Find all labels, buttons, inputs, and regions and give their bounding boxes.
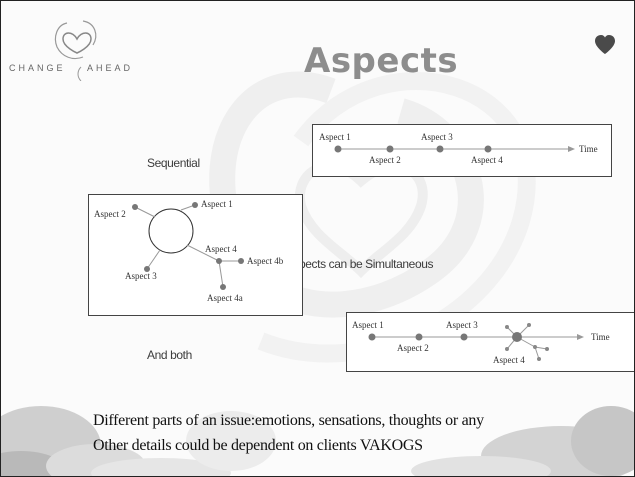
- sequential-diagram: Aspect 1 Aspect 2 Aspect 3 Aspect 4 Time: [312, 124, 612, 177]
- label-sequential: Sequential: [147, 156, 200, 170]
- both-dot-1: [368, 333, 376, 341]
- sequential-dot-1: [334, 145, 342, 153]
- label-simultaneous: pects can be Simultaneous: [299, 257, 434, 271]
- logo: CHANGE AHEAD: [7, 11, 147, 81]
- both-label-1: Aspect 1: [352, 320, 384, 330]
- cloud-decoration: [1, 406, 634, 476]
- simultaneous-label-4b: Aspect 4b: [247, 256, 284, 266]
- sequential-label-4: Aspect 4: [471, 155, 503, 165]
- sequential-label-1: Aspect 1: [319, 132, 351, 142]
- both-label-4: Aspect 4: [493, 355, 525, 365]
- both-label-3: Aspect 3: [446, 320, 478, 330]
- bottom-text-line-1: Different parts of an issue:emotions, se…: [93, 412, 484, 429]
- simultaneous-label-4: Aspect 4: [205, 244, 237, 254]
- both-dot-2: [415, 333, 423, 341]
- simultaneous-label-2: Aspect 2: [94, 209, 126, 219]
- sequential-label-3: Aspect 3: [421, 132, 453, 142]
- both-dot-4-cluster: [505, 323, 549, 361]
- simultaneous-dot-4a: [220, 284, 226, 290]
- both-diagram: Aspect 1 Aspect 2 Aspect 3 Aspect 4 Time: [346, 312, 634, 372]
- simultaneous-dot-1: [192, 202, 198, 208]
- both-time-label: Time: [591, 332, 610, 342]
- both-label-2: Aspect 2: [397, 343, 429, 353]
- heart-icon: [595, 35, 615, 54]
- simultaneous-dot-4b: [238, 258, 244, 264]
- both-dot-3: [460, 333, 468, 341]
- slide-title: Aspects: [304, 41, 459, 81]
- logo-text-ahead: AHEAD: [87, 63, 134, 73]
- sequential-label-2: Aspect 2: [369, 155, 401, 165]
- bottom-text-line-2: Other details could be dependent on clie…: [93, 437, 423, 454]
- sequential-dot-3: [436, 145, 444, 153]
- label-both: And both: [147, 348, 192, 362]
- sequential-time-label: Time: [579, 144, 598, 154]
- sequential-dot-4: [484, 145, 492, 153]
- simultaneous-dot-4: [216, 258, 222, 264]
- simultaneous-label-4a: Aspect 4a: [207, 293, 243, 303]
- simultaneous-dot-2: [132, 204, 138, 210]
- simultaneous-dot-3: [144, 266, 150, 272]
- simultaneous-diagram: Aspect 1 Aspect 2 Aspect 3 Aspect 4 Aspe…: [88, 194, 303, 316]
- logo-text-change: CHANGE: [9, 63, 66, 73]
- sequential-dot-2: [386, 145, 394, 153]
- logo-heart-icon: [54, 20, 97, 81]
- simultaneous-label-3: Aspect 3: [125, 271, 157, 281]
- simultaneous-label-1: Aspect 1: [201, 199, 233, 209]
